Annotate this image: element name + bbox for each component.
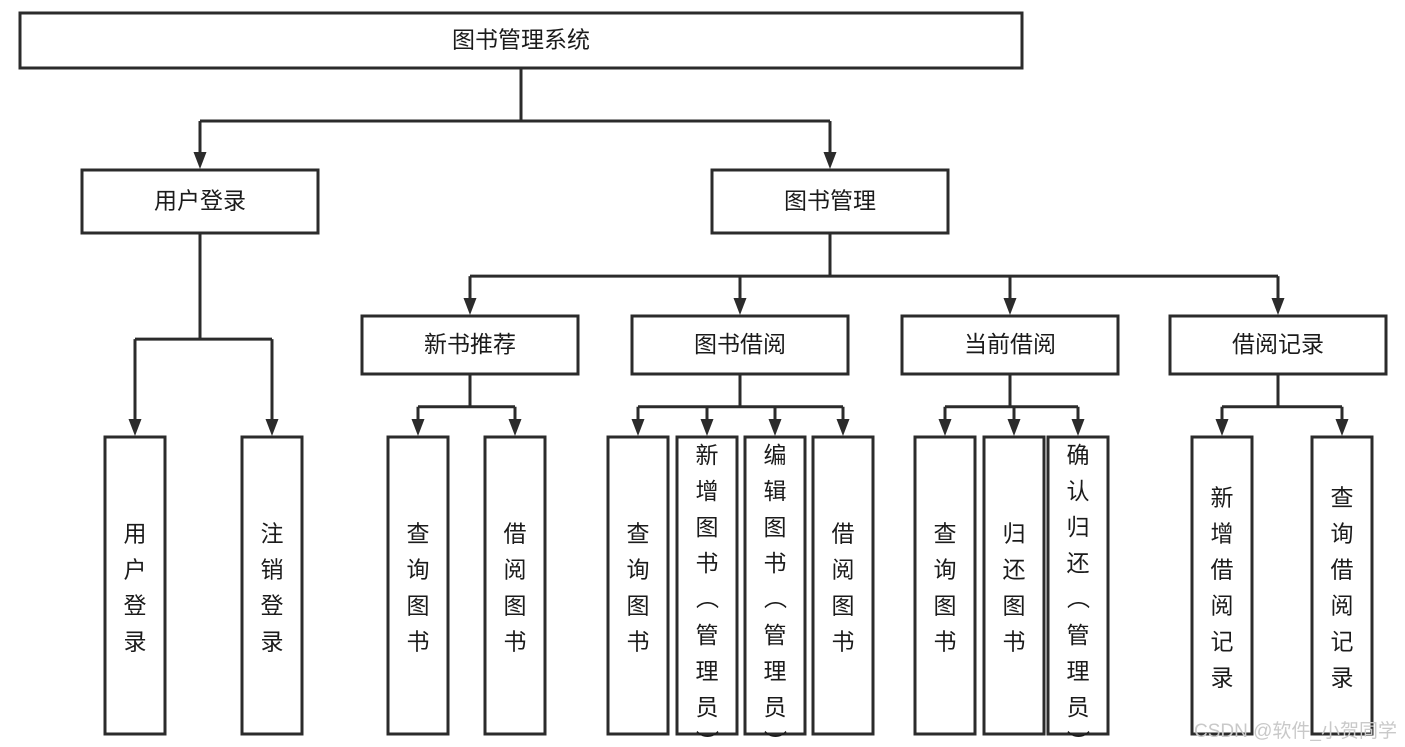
- node-label-current-borrow: 当前借阅: [964, 331, 1056, 357]
- node-label-leaf-query-book-1: 查询图书: [407, 521, 430, 655]
- node-label-leaf-add-book: 新增图书（管理员）: [696, 442, 720, 747]
- connector-group-root: [193, 68, 837, 169]
- node-root[interactable]: 图书管理系统: [18, 11, 1024, 70]
- node-label-leaf-user-login: 用户登录: [124, 521, 147, 655]
- node-label-leaf-confirm-return: 确认归还（管理员）: [1067, 442, 1091, 747]
- connector-layer: [128, 68, 1349, 436]
- node-book-manage[interactable]: 图书管理: [710, 168, 950, 235]
- node-leaf-edit-book[interactable]: 编辑图书（管理员）: [743, 435, 807, 747]
- node-box-leaf-query-record[interactable]: [1310, 435, 1374, 736]
- node-box-leaf-query-book-2[interactable]: [606, 435, 670, 736]
- node-label-leaf-add-record: 新增借阅记录: [1211, 485, 1234, 691]
- node-leaf-logout[interactable]: 注销登录: [240, 435, 304, 736]
- node-layer: 图书管理系统用户登录图书管理新书推荐图书借阅当前借阅借阅记录用户登录注销登录查询…: [18, 11, 1388, 747]
- node-box-leaf-user-login[interactable]: [103, 435, 167, 736]
- node-label-leaf-return-book: 归还图书: [1003, 521, 1026, 655]
- node-box-leaf-confirm-return[interactable]: [1046, 435, 1110, 736]
- node-box-leaf-borrow-book-1[interactable]: [483, 435, 547, 736]
- node-box-borrow-record[interactable]: [1168, 314, 1388, 376]
- node-box-leaf-add-record[interactable]: [1190, 435, 1254, 736]
- node-label-root: 图书管理系统: [452, 27, 590, 53]
- node-new-book[interactable]: 新书推荐: [360, 314, 580, 376]
- node-box-leaf-borrow-book-2[interactable]: [811, 435, 875, 736]
- node-leaf-query-record[interactable]: 查询借阅记录: [1310, 435, 1374, 736]
- node-label-book-borrow: 图书借阅: [694, 331, 786, 357]
- node-leaf-query-book-3[interactable]: 查询图书: [913, 435, 977, 736]
- node-leaf-query-book-2[interactable]: 查询图书: [606, 435, 670, 736]
- node-book-borrow[interactable]: 图书借阅: [630, 314, 850, 376]
- node-leaf-query-book-1[interactable]: 查询图书: [386, 435, 450, 736]
- node-current-borrow[interactable]: 当前借阅: [900, 314, 1120, 376]
- connector-group-book-borrow: [631, 374, 850, 436]
- connector-group-current-borrow: [938, 374, 1085, 436]
- node-box-leaf-logout[interactable]: [240, 435, 304, 736]
- node-box-book-manage[interactable]: [710, 168, 950, 235]
- node-box-leaf-return-book[interactable]: [982, 435, 1046, 736]
- node-box-leaf-query-book-3[interactable]: [913, 435, 977, 736]
- node-leaf-borrow-book-1[interactable]: 借阅图书: [483, 435, 547, 736]
- node-leaf-user-login[interactable]: 用户登录: [103, 435, 167, 736]
- connector-group-new-book: [411, 374, 522, 436]
- node-label-leaf-borrow-book-1: 借阅图书: [504, 521, 527, 655]
- node-label-leaf-query-record: 查询借阅记录: [1331, 485, 1354, 691]
- node-leaf-add-record[interactable]: 新增借阅记录: [1190, 435, 1254, 736]
- node-box-new-book[interactable]: [360, 314, 580, 376]
- node-box-user-login[interactable]: [80, 168, 320, 235]
- connector-group-book-manage: [463, 233, 1285, 315]
- node-box-book-borrow[interactable]: [630, 314, 850, 376]
- node-leaf-add-book[interactable]: 新增图书（管理员）: [675, 435, 739, 747]
- node-label-user-login: 用户登录: [154, 188, 246, 214]
- connector-group-user-login: [128, 233, 279, 436]
- node-box-leaf-query-book-1[interactable]: [386, 435, 450, 736]
- node-label-leaf-query-book-3: 查询图书: [934, 521, 957, 655]
- connector-group-borrow-record: [1215, 374, 1349, 436]
- node-box-current-borrow[interactable]: [900, 314, 1120, 376]
- node-label-book-manage: 图书管理: [784, 188, 876, 214]
- watermark-text: CSDN @软件_小贺同学: [1194, 721, 1397, 742]
- node-borrow-record[interactable]: 借阅记录: [1168, 314, 1388, 376]
- node-label-leaf-query-book-2: 查询图书: [627, 521, 650, 655]
- node-leaf-borrow-book-2[interactable]: 借阅图书: [811, 435, 875, 736]
- node-box-leaf-add-book[interactable]: [675, 435, 739, 736]
- node-box-leaf-edit-book[interactable]: [743, 435, 807, 736]
- node-label-leaf-logout: 注销登录: [261, 521, 284, 655]
- node-leaf-confirm-return[interactable]: 确认归还（管理员）: [1046, 435, 1110, 747]
- node-label-leaf-edit-book: 编辑图书（管理员）: [764, 442, 788, 747]
- node-label-borrow-record: 借阅记录: [1232, 331, 1324, 357]
- node-user-login[interactable]: 用户登录: [80, 168, 320, 235]
- node-label-new-book: 新书推荐: [424, 331, 516, 357]
- node-leaf-return-book[interactable]: 归还图书: [982, 435, 1046, 736]
- node-box-root[interactable]: [18, 11, 1024, 70]
- node-label-leaf-borrow-book-2: 借阅图书: [832, 521, 855, 655]
